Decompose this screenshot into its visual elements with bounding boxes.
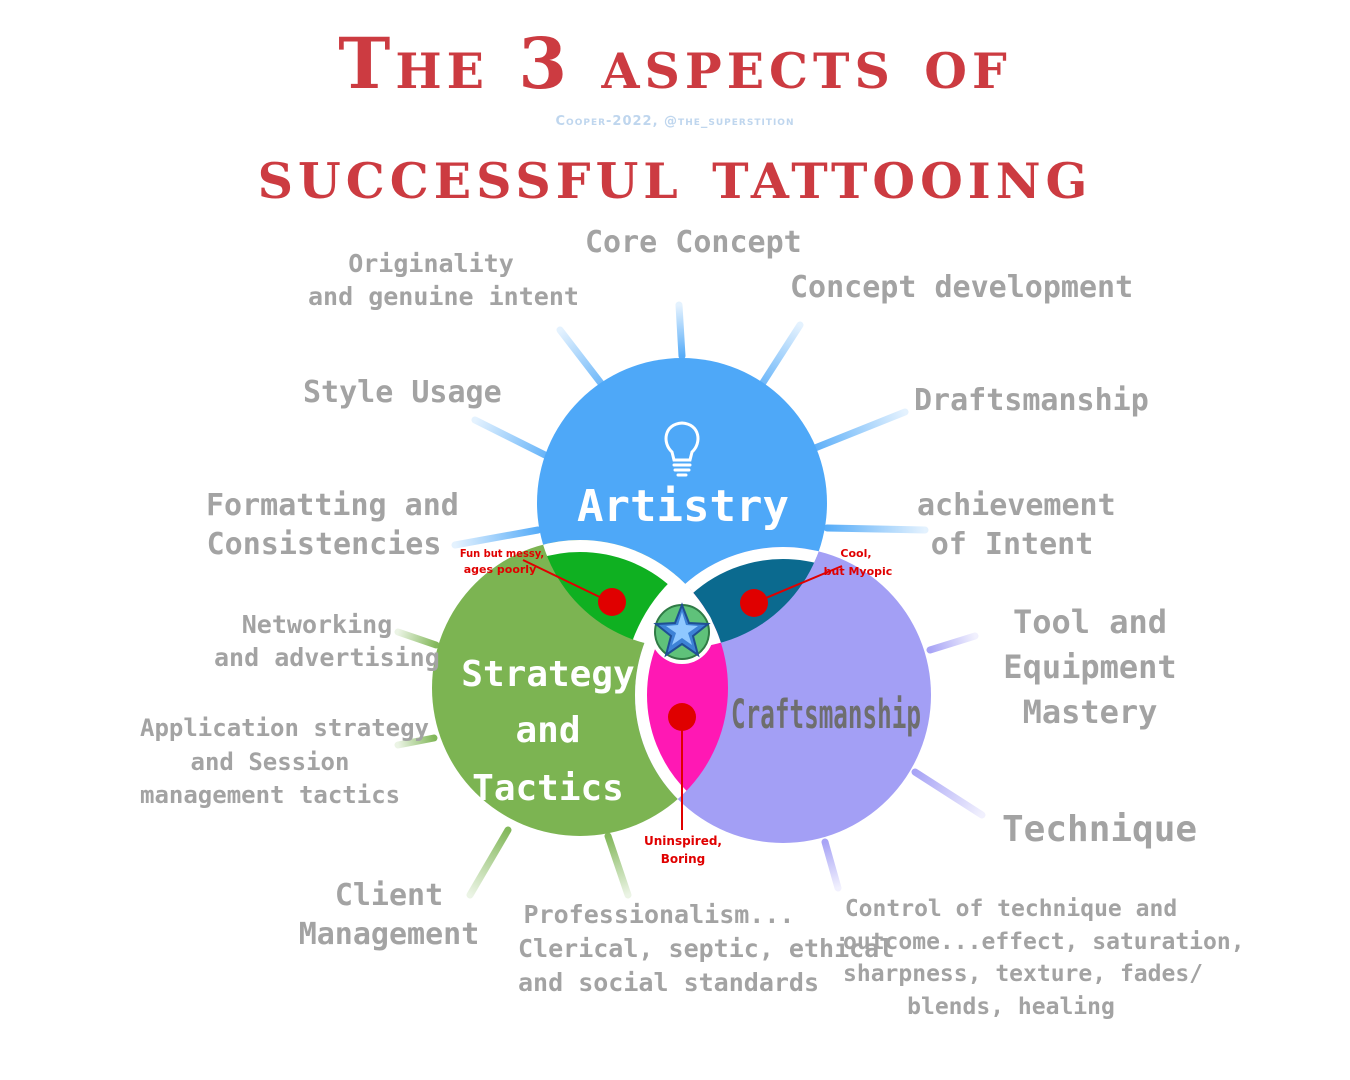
label-client-management: Client Management [298,878,480,952]
callout-dot-cool [740,589,768,617]
ray-formatting [451,526,542,549]
ray-application-strategy [394,734,438,749]
label-professionalism: Professionalism... Clerical, septic, eth… [518,900,895,997]
label-application-strategy: Application strategy and Session managem… [140,714,429,810]
callout-cool-line-2: but Myopic [824,565,893,578]
label-technique: Technique [1002,809,1198,850]
label-style-usage: Style Usage [303,375,502,410]
callout-line-cool [753,565,843,604]
label-tool-mastery: Tool and Equipment Mastery [1003,603,1177,731]
label-achievement: achievement of Intent [917,488,1116,562]
ray-client-management [466,826,512,899]
label-networking: Networking and advertising [214,610,440,672]
label-originality: Originality and genuine intent [308,249,579,311]
label-formatting: Formatting and Consistencies [206,488,459,562]
label-core-concept: Core Concept [585,225,802,260]
artistry-label: Artistry [577,481,789,532]
ray-technique [911,768,986,819]
rays [394,301,986,899]
ray-networking [394,628,440,649]
callout-cool-line-1: Cool, [840,547,871,560]
ray-core-concept [675,301,686,360]
callout-dot-uninspired [668,703,696,731]
ray-draftsmanship [806,408,909,454]
strategy-label-line-1: Strategy [461,654,634,695]
ray-tool-mastery [926,632,979,654]
strategy-label-line-3: Tactics [472,768,624,809]
craftsmanship-label: Craftsmanship [731,692,921,738]
ray-control-technique [821,838,842,892]
callout-fun-line-1: Fun but messy, [460,547,544,560]
label-control-technique: Control of technique and outcome...effec… [843,896,1245,1020]
callout-dot-fun [598,588,626,616]
label-concept-development: Concept development [790,270,1134,305]
callout-uninspired-line-2: Boring [661,852,706,866]
callout-fun-line-2: ages poorly [464,563,537,576]
ray-style-usage [471,416,559,464]
ray-professionalism [604,832,632,899]
credit: Cooper-2022, @the_superstition [555,114,795,129]
title-line-1: The 3 aspects of [338,22,1012,105]
star-icon [650,600,714,664]
title-line-2: successful tattooing [257,132,1093,215]
lightbulb-icon [664,421,700,477]
callout-line-fun [522,559,611,603]
strategy-label-line-2: and [515,710,580,751]
ray-achievement [823,524,929,534]
callout-uninspired-line-1: Uninspired, [644,834,722,848]
label-draftsmanship: Draftsmanship [914,383,1149,418]
